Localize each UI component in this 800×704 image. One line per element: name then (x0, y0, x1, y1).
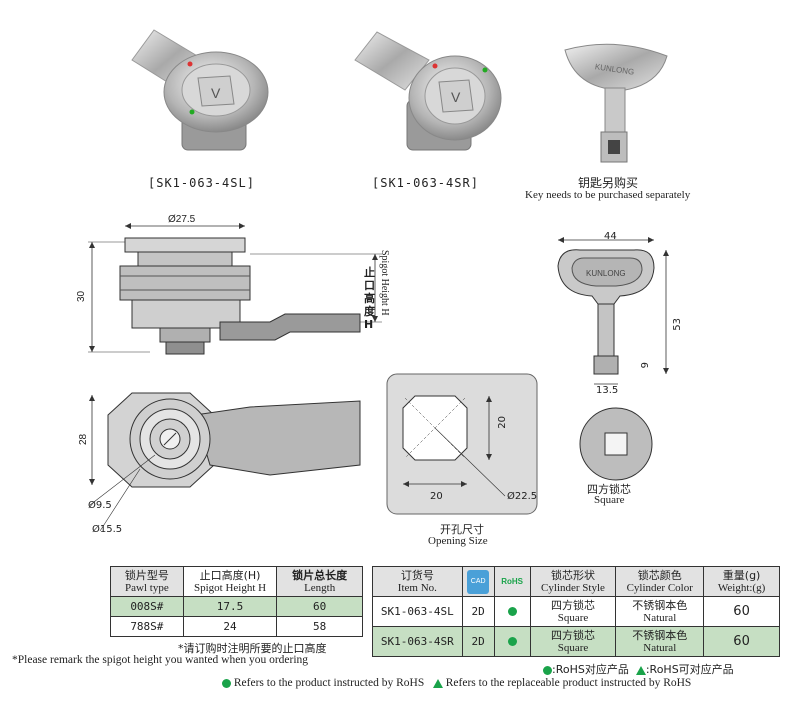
order-header-rohs: RoHS (493, 566, 531, 597)
rohs-dot-icon (507, 607, 517, 617)
replaceable-triangle-icon (432, 678, 443, 688)
opening-size-cn: 开孔尺寸 (440, 523, 484, 536)
key-caption-en: Key needs to be purchased separately (525, 189, 691, 201)
key-dim-44: 44 (604, 231, 617, 242)
key-drawing: KUNLONG (557, 237, 669, 385)
spigot-label-en: Spigot Height H (379, 250, 390, 316)
legend-cn: :RoHS对应产品 :RoHS可对应产品 (543, 661, 734, 677)
replaceable-triangle-icon (635, 665, 646, 675)
front-view-drawing: 28 (78, 392, 361, 532)
lock-photo-right: V (354, 31, 502, 151)
svg-text:V: V (451, 89, 461, 105)
pawl-note-cn: *请订购时注明所要的止口高度 (178, 642, 327, 655)
dim-front-28: 28 (78, 433, 89, 445)
pawl-note-en: *Please remark the spigot height you wan… (12, 654, 309, 666)
dim-dia-15-5: Ø15.5 (92, 524, 123, 535)
opening-size-drawing (386, 373, 538, 515)
svg-text:V: V (211, 85, 221, 101)
order-header-cad: CAD (461, 566, 495, 597)
rohs-dot-icon (222, 678, 231, 688)
hole-dim-dia-22-5: Ø22.5 (507, 491, 538, 502)
key-photo: KUNLONG (564, 43, 668, 163)
table-row: 788S# 24 58 (110, 616, 363, 637)
dim-height-30: 30 (76, 290, 87, 302)
order-header-weight: 重量(g)Weight:(g) (703, 566, 780, 597)
dim-dia-9-5: Ø9.5 (88, 500, 112, 511)
hole-dim-20-horizontal: 20 (430, 491, 443, 502)
caption-sk1-063-4sl: [SK1-063-4SL] (148, 176, 255, 190)
legend-en: Refers to the product instructed by RoHS… (222, 677, 691, 689)
lock-photo-left: V (131, 29, 269, 151)
side-view-drawing: Ø27.5 30 (76, 214, 382, 355)
table-row: 008S# 17.5 60 (110, 596, 363, 617)
key-dim-53: 53 (672, 318, 683, 331)
key-caption-cn: 钥匙另购买 (578, 176, 639, 190)
pawl-header-height: 止口高度(H)Spigot Height H (182, 566, 278, 597)
square-cylinder-cn: 四方锁芯 (587, 483, 631, 496)
key-dim-13-5: 13.5 (596, 385, 619, 396)
svg-text:KUNLONG: KUNLONG (586, 269, 626, 278)
rohs-icon: RoHS (501, 576, 524, 586)
rohs-dot-icon (507, 637, 517, 647)
caption-sk1-063-4sr: [SK1-063-4SR] (372, 176, 479, 190)
square-cylinder-en: Square (594, 494, 625, 506)
dim-dia-27-5: Ø27.5 (168, 214, 196, 225)
cad-icon: CAD (467, 569, 490, 594)
opening-size-en: Opening Size (428, 535, 488, 547)
square-cylinder-drawing (579, 407, 653, 481)
key-dim-9: 9 (640, 362, 651, 369)
hole-dim-20-vertical: 20 (497, 416, 508, 429)
rohs-dot-icon (543, 665, 552, 675)
